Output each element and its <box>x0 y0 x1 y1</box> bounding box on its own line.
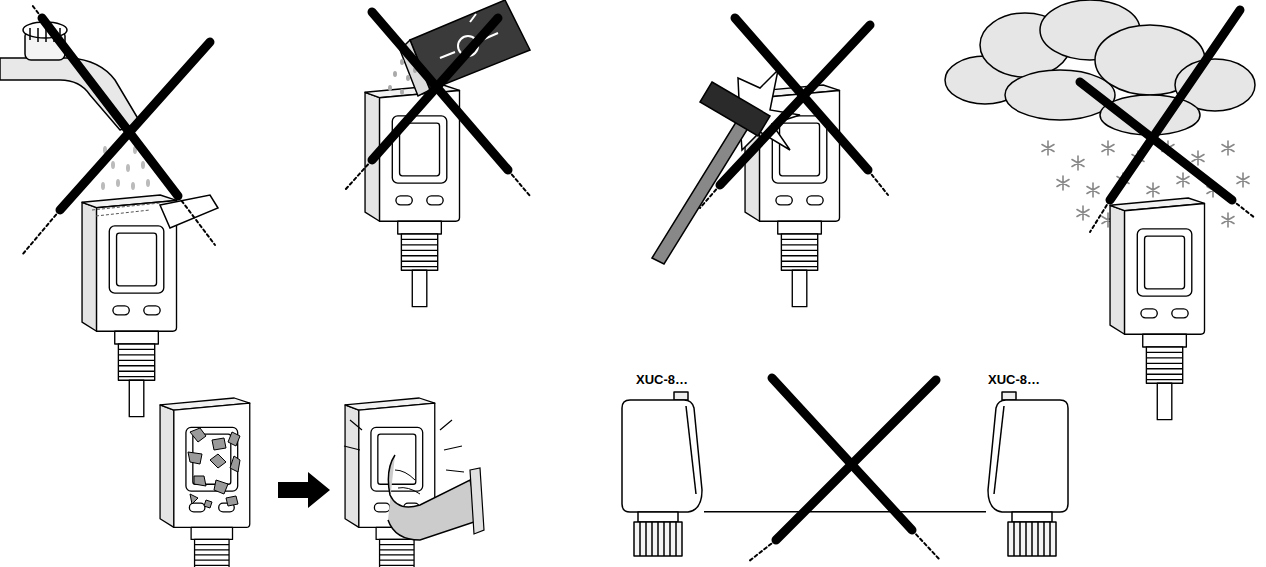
sensor-symbol <box>620 398 704 556</box>
cleaning-instruction <box>160 398 484 567</box>
model-label: XUC-8… <box>988 372 1040 387</box>
chemical-warning <box>365 0 530 307</box>
water-warning <box>0 22 218 417</box>
beam-line <box>704 511 986 512</box>
sensor-symbol <box>986 398 1070 556</box>
weather-warning <box>945 0 1255 420</box>
sensor-node: XUC-8… <box>986 398 1070 556</box>
sensor-node: XUC-8… <box>620 398 704 556</box>
model-label: XUC-8… <box>636 372 688 387</box>
prohibition-cross <box>22 5 1255 562</box>
